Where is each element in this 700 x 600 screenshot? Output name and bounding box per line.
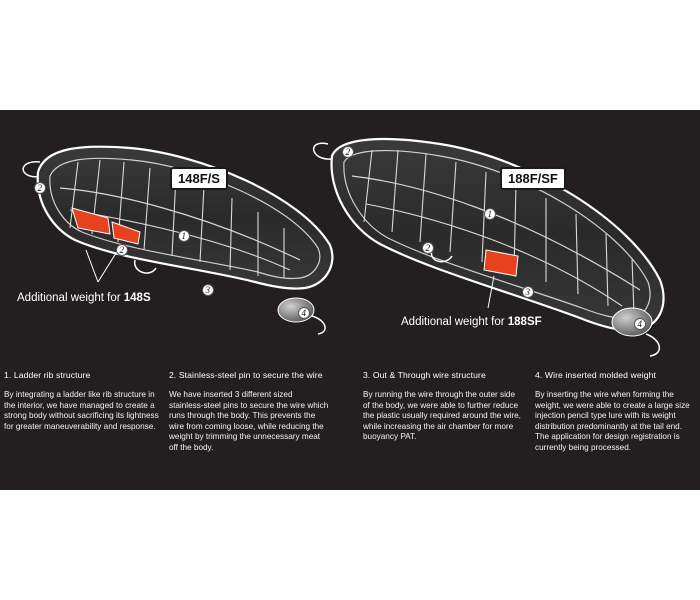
- lure-148-weight-rear: [111, 221, 141, 245]
- feature-heading: 1. Ladder rib structure: [4, 370, 91, 380]
- marker-2-188-belly: 2: [426, 243, 431, 253]
- feature-body: We have inserted 3 different sized stain…: [169, 390, 329, 452]
- lure-188-tail-tie: [645, 333, 660, 357]
- marker-3-148: 3: [205, 285, 211, 295]
- callout-148-line-a: [85, 249, 99, 283]
- feature-steel-pin: 2. Stainless-steel pin to secure the wir…: [169, 370, 329, 454]
- lure-148-inner-wall: [49, 157, 321, 280]
- lure-188-rib-crossbars: [363, 149, 635, 315]
- feature-ladder-rib: 1. Ladder rib structure By integrating a…: [4, 370, 164, 432]
- lure-188-rib-lower: [365, 203, 623, 307]
- feature-body: By inserting the wire when forming the w…: [535, 390, 690, 452]
- lure-148-markers: 2 1 2 3 4: [34, 182, 310, 319]
- lure-148-rib-crossbars: [69, 159, 285, 278]
- lure-148-body: [36, 145, 334, 290]
- callout-188-line: [487, 275, 495, 309]
- lure-diagrams: 2 1 2 3 4: [22, 137, 665, 357]
- lure-148-belly-hanger: [134, 259, 157, 274]
- marker-4-188: 4: [638, 319, 643, 329]
- lure-148-rib-spine: [59, 187, 301, 261]
- lure-188-drawing: 2 1 2 3 4: [313, 137, 665, 357]
- feature-through-wire: 3. Out & Through wire structure By runni…: [363, 370, 523, 443]
- marker-4-148: 4: [302, 308, 307, 318]
- callout-148-prefix: Additional weight for: [17, 292, 124, 304]
- feature-heading: 2. Stainless-steel pin to secure the wir…: [169, 370, 323, 380]
- callout-148-model: 148S: [123, 292, 151, 304]
- callout-188-prefix: Additional weight for: [401, 316, 508, 328]
- feature-molded-weight: 4. Wire inserted molded weight By insert…: [535, 370, 695, 454]
- callout-188-model: 188SF: [507, 316, 542, 328]
- infographic-panel: 2 1 2 3 4: [0, 110, 700, 490]
- feature-body: By running the wire through the outer si…: [363, 390, 521, 442]
- model-badge-188: 188F/SF: [500, 167, 566, 190]
- marker-2-148-front: 2: [38, 183, 43, 193]
- callout-148: Additional weight for 148S: [17, 292, 151, 304]
- lure-188-markers: 2 1 2 3 4: [342, 146, 646, 330]
- model-badge-148: 148F/S: [170, 167, 228, 190]
- marker-3-188: 3: [525, 287, 531, 297]
- feature-body: By integrating a ladder like rib structu…: [4, 390, 159, 431]
- callout-188: Additional weight for 188SF: [401, 316, 542, 328]
- feature-heading: 3. Out & Through wire structure: [363, 370, 486, 380]
- lure-148-weight-front: [71, 207, 111, 235]
- lure-148-drawing: 2 1 2 3 4: [22, 145, 334, 335]
- lure-148-tail-tie: [311, 315, 326, 335]
- lure-188-rib-spine: [351, 175, 641, 291]
- lure-188-weight: [483, 249, 519, 277]
- feature-heading: 4. Wire inserted molded weight: [535, 370, 656, 380]
- marker-2-148-belly: 2: [120, 245, 125, 255]
- callout-148-line-b: [97, 249, 119, 283]
- lure-188-tail-weight: [611, 307, 653, 337]
- marker-2-188-front: 2: [346, 147, 351, 157]
- marker-1-188: 1: [488, 209, 493, 219]
- marker-1-148: 1: [182, 231, 187, 241]
